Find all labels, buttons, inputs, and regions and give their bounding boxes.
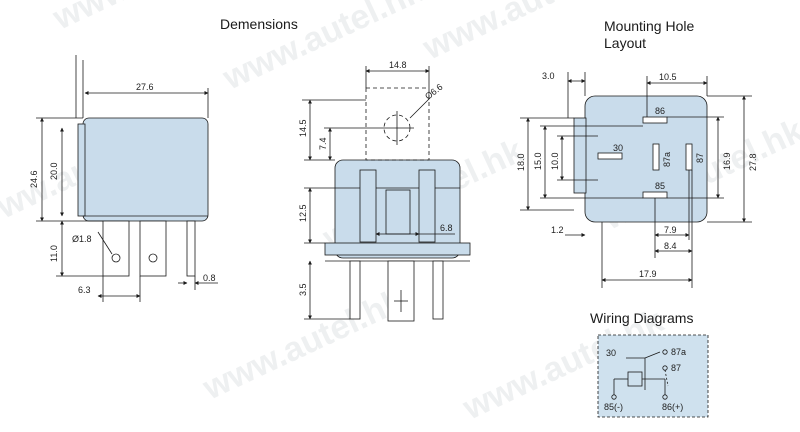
dimensions-heading: Demensions xyxy=(220,16,298,32)
pin-label-85: 85 xyxy=(655,181,665,191)
side-pin xyxy=(102,220,130,277)
side-flange xyxy=(77,123,86,217)
dim-label-left-offset: 3.0 xyxy=(542,71,555,81)
dim-label-pin-length: 11.0 xyxy=(49,245,59,262)
wiring-label-87a: 87a xyxy=(671,347,686,357)
front-view xyxy=(302,66,471,322)
pin-label-87a: 87a xyxy=(662,152,672,167)
terminal-85 xyxy=(611,394,617,400)
dim-label-pin-thickness: 0.8 xyxy=(203,273,216,283)
front-pin xyxy=(432,260,444,320)
front-base xyxy=(324,242,471,256)
wiring-label-87: 87 xyxy=(671,363,681,373)
dim-label-height-inner: 10.0 xyxy=(550,152,560,170)
front-slot xyxy=(359,169,377,243)
front-hole-region xyxy=(365,87,430,161)
slot-86 xyxy=(642,116,668,124)
watermark: www.autel.hk xyxy=(416,0,629,68)
dim-label-pin-offset: 6.3 xyxy=(78,285,91,295)
front-center-block xyxy=(385,189,411,235)
dim-label-hole-spacing: 14.8 xyxy=(389,60,407,70)
dim-label-total-height: 27.8 xyxy=(748,153,758,171)
dim-label-hole-height: 14.5 xyxy=(298,119,308,137)
pin-hole xyxy=(148,253,158,263)
wiring-label-85: 85(-) xyxy=(604,402,623,412)
mounting-view xyxy=(520,72,752,288)
dim-label-body-height: 12.5 xyxy=(298,204,308,222)
wiring-heading: Wiring Diagrams xyxy=(590,310,694,326)
dim-label-height-body: 20.0 xyxy=(49,162,59,180)
leader-hole xyxy=(97,231,113,255)
terminal-87a xyxy=(662,349,668,355)
dim-label-79: 7.9 xyxy=(664,225,677,235)
wiring-label-30: 30 xyxy=(606,348,616,358)
slot-87 xyxy=(685,143,693,171)
terminal-86 xyxy=(662,394,668,400)
dim-label-hole: Ø1.8 xyxy=(72,234,92,244)
dim-label-width: 27.6 xyxy=(136,82,154,92)
watermark: www.autel.hk xyxy=(216,0,429,98)
front-slot xyxy=(418,169,436,243)
side-view xyxy=(36,55,218,302)
mounting-heading-line2: Layout xyxy=(604,35,647,51)
dim-label-pin-width: 6.8 xyxy=(440,223,453,233)
dim-label-pin-length: 3.5 xyxy=(298,283,308,296)
dim-label-right-height: 16.9 xyxy=(722,152,732,170)
leader-hole xyxy=(409,97,431,119)
front-pin xyxy=(349,260,361,320)
dim-label-hole-diameter: Ø6.6 xyxy=(423,82,445,102)
pin-label-86: 86 xyxy=(655,106,665,116)
terminal-87 xyxy=(662,365,668,371)
dim-label-small-offset: 1.2 xyxy=(551,225,564,235)
slot-30 xyxy=(597,152,623,160)
mounting-heading-line1: Mounting Hole xyxy=(604,18,695,34)
side-pin xyxy=(139,220,167,277)
wiring-diagram xyxy=(597,334,709,418)
pin-label-87: 87 xyxy=(695,153,705,163)
dim-label-top-width: 10.5 xyxy=(659,72,677,82)
dim-label-84: 8.4 xyxy=(664,241,677,251)
slot-87a xyxy=(652,143,660,171)
mount-tab xyxy=(573,117,587,194)
side-pin-thin xyxy=(186,220,196,277)
dim-label-height-outer: 18.0 xyxy=(516,153,526,171)
watermark: www.autel.hk xyxy=(196,281,409,407)
link-dashed xyxy=(664,369,669,387)
pin-hole xyxy=(111,253,121,263)
slot-85 xyxy=(642,191,668,199)
wiring-frame xyxy=(597,334,709,418)
side-body xyxy=(82,117,209,222)
switch-arm xyxy=(644,351,661,359)
dim-label-height-total: 24.6 xyxy=(29,170,39,188)
dim-label-hole-center: 7.4 xyxy=(318,137,328,150)
pin-label-30: 30 xyxy=(613,143,623,153)
dim-label-height-mid: 15.0 xyxy=(533,152,543,170)
dim-label-total-width: 17.9 xyxy=(639,269,657,279)
wiring-label-86: 86(+) xyxy=(662,402,683,412)
